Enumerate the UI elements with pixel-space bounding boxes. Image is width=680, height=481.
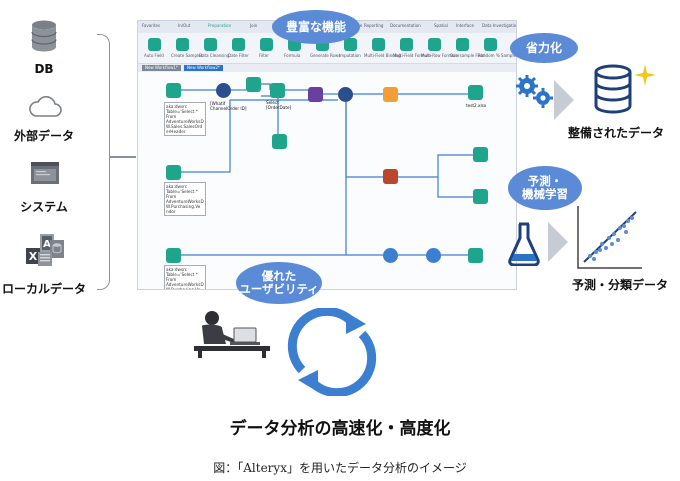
tool-label: Filter [259, 53, 269, 58]
tab-documentation[interactable]: Documentation [390, 23, 421, 28]
workflow-tab-2[interactable]: New Workflow2* [184, 65, 223, 71]
gears-icon [516, 75, 553, 108]
multi-field-formula-icon[interactable] [400, 38, 413, 51]
office-files-icon: A X [26, 234, 64, 266]
filter-icon[interactable] [260, 38, 273, 51]
tab-interface[interactable]: Interface [456, 23, 474, 28]
bottom-title: データ分析の高速化・高度化 [229, 419, 451, 439]
tool-label: Random % Sample [478, 53, 516, 58]
filter-note: [Whatif ChannelOrder ID] [210, 101, 247, 111]
flask-icon [508, 222, 540, 266]
select-tool-2[interactable] [270, 83, 285, 98]
workflow-connections [178, 83, 473, 256]
scatter-plot-icon [577, 206, 642, 269]
data-cleansing-icon[interactable] [204, 38, 217, 51]
source-bracket [97, 34, 110, 290]
tab-preparation[interactable]: Preparation [208, 23, 232, 28]
data-sources: DB 外部データ システム A X ローカルデータ [0, 0, 120, 300]
tool-label: Create Samples [171, 53, 203, 58]
source-label-external: 外部データ [13, 129, 74, 143]
auto-field-icon[interactable] [148, 38, 161, 51]
tool-label: Formula [284, 53, 301, 58]
cycle-arrows-icon [287, 308, 377, 396]
callout-ml: 予測・ 機械学習 [508, 166, 582, 210]
tool-label: Generate Rows [310, 53, 341, 58]
tab-favorites[interactable]: Favorites [142, 23, 161, 28]
input-data-tool-1[interactable] [166, 83, 181, 98]
predictive-tool-2[interactable] [426, 248, 441, 263]
arrow-right-1 [554, 80, 574, 120]
alteryx-screenshot: Favorites In/Out Preparation Join Parse … [137, 20, 517, 290]
system-window-icon [31, 162, 59, 184]
workflow-tab-1[interactable]: New Workflow1* [142, 65, 181, 71]
output-data-tool[interactable] [468, 85, 483, 100]
output-note: test2.xlsx [466, 103, 487, 108]
join-tool[interactable] [216, 83, 231, 98]
random-sample-icon[interactable] [484, 38, 497, 51]
sort-tool[interactable] [308, 87, 323, 102]
summarize-tool[interactable] [383, 87, 398, 102]
select-tool-1[interactable] [246, 77, 261, 92]
tab-data-investigation[interactable]: Data Investigation [482, 23, 517, 28]
multi-field-binning-icon[interactable] [372, 38, 385, 51]
tab-spatial[interactable]: Spatial [434, 23, 448, 28]
svg-text:A: A [43, 239, 51, 250]
imputation-icon[interactable] [344, 38, 357, 51]
tool-label: Oversample Field [450, 53, 485, 58]
figure-caption: 図：「Alteryx」を用いたデータ分析のイメージ [213, 461, 467, 475]
oversample-field-icon[interactable] [456, 38, 469, 51]
sparkle-star-icon [634, 64, 656, 86]
multi-row-formula-icon[interactable] [428, 38, 441, 51]
cloud-icon [29, 96, 62, 117]
input-data-tool-2[interactable] [166, 165, 181, 180]
sql-query-2: aka:dwsrc Table='Select * From Adventure… [164, 182, 206, 216]
date-filter-icon[interactable] [232, 38, 245, 51]
person-at-laptop-icon [194, 311, 270, 358]
output-label-prepared: 整備されたデータ [568, 126, 665, 140]
tool-label: Multi-Field Binning [364, 53, 401, 58]
union-tool[interactable] [338, 87, 353, 102]
source-label-local: ローカルデータ [1, 282, 86, 296]
select-note: Select [OrderDate] [266, 100, 292, 110]
callout-labor-saving: 省力化 [510, 33, 578, 63]
sql-query-1: aka:dwsrc Table='Select * From Adventure… [164, 102, 206, 136]
tool-label: Multi-Row Formula [421, 53, 458, 58]
predictive-tool-1[interactable] [383, 248, 398, 263]
browse-tool-3[interactable] [473, 189, 488, 204]
fuzzy-match-tool[interactable] [383, 169, 398, 184]
bracket-connector [109, 156, 136, 158]
prepared-database-icon [594, 64, 632, 114]
tool-label: Data Cleansing [199, 53, 230, 58]
browse-tool-2[interactable] [473, 147, 488, 162]
input-data-tool-3[interactable] [166, 248, 181, 263]
tool-label: Imputation [339, 53, 361, 58]
tool-label: Date Filter [228, 53, 249, 58]
arrow-right-2 [548, 222, 568, 262]
tool-label: Multi-Field Formula [393, 53, 431, 58]
browse-tool-1[interactable] [272, 134, 287, 149]
tool-label: Auto Field [144, 53, 164, 58]
database-icon [31, 20, 57, 52]
create-samples-icon[interactable] [176, 38, 189, 51]
callout-usability: 優れた ユーザビリティ [236, 262, 322, 304]
callout-features: 豊富な機能 [272, 10, 360, 44]
sql-query-3: aka:dwsrc Table='Select * From Adventure… [164, 265, 206, 289]
browse-tool-4[interactable] [468, 248, 483, 263]
source-label-system: システム [20, 200, 68, 214]
svg-text:X: X [29, 250, 38, 263]
tab-in-out[interactable]: In/Out [178, 23, 191, 28]
source-label-db: DB [34, 62, 54, 76]
output-label-predicted: 予測・分類データ [572, 278, 669, 292]
workflow-tabs: New Workflow1* New Workflow2* [138, 64, 516, 72]
tab-reporting[interactable]: Reporting [364, 23, 384, 28]
tab-join[interactable]: Join [250, 23, 258, 28]
